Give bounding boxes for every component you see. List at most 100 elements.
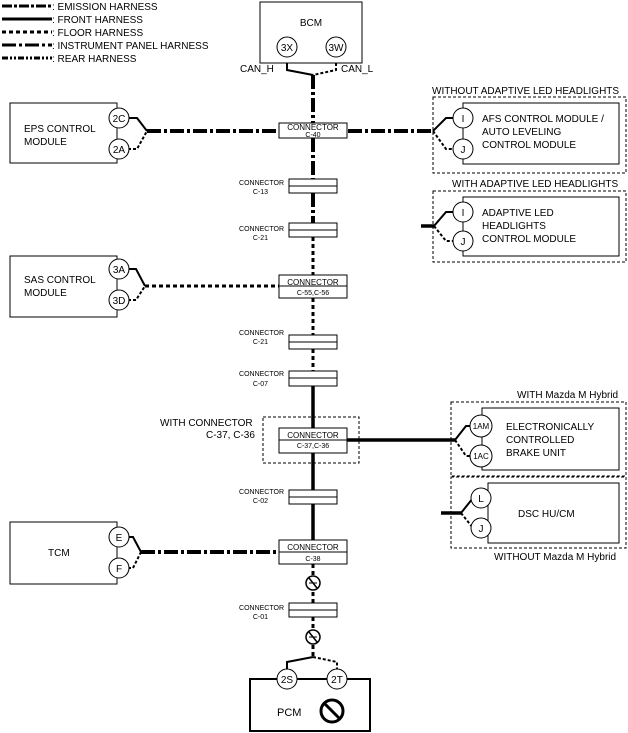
afs-label-line1: AFS CONTROL MODULE / bbox=[482, 114, 604, 125]
eps-box bbox=[9, 102, 118, 164]
pcm-module: PCM 2S 2T bbox=[249, 668, 371, 732]
sas-pin-top bbox=[108, 258, 130, 280]
dsc-pin-top bbox=[470, 487, 492, 509]
pcm-pin-right-label: 2T bbox=[331, 675, 343, 686]
adaptive-group-outline bbox=[432, 190, 627, 263]
tcm-pin-top bbox=[108, 526, 130, 548]
sas-module: SAS CONTROL MODULE 3A 3D bbox=[9, 255, 130, 318]
connector-c01-word: CONNECTOR bbox=[239, 605, 284, 612]
sas-box bbox=[9, 255, 118, 318]
bcm-label: BCM bbox=[300, 18, 322, 29]
connector-c21a-word: CONNECTOR bbox=[239, 226, 284, 233]
dsc-pin-top-label: L bbox=[478, 494, 484, 505]
connector-c5556-word: CONNECTOR bbox=[287, 278, 339, 287]
adaptive-group-label: WITH ADAPTIVE LED HEADLIGHTS bbox=[452, 179, 618, 190]
sas-label-line1: SAS CONTROL bbox=[24, 275, 96, 286]
sas-pin-bottom-label: 3D bbox=[113, 296, 126, 307]
connector-c21a: CONNECTOR C-21 bbox=[239, 222, 338, 242]
sas-label-line2: MODULE bbox=[24, 288, 67, 299]
afs-label-line3: CONTROL MODULE bbox=[482, 140, 576, 151]
adaptive-pin-bottom-label: J bbox=[461, 237, 466, 248]
connector-c38: CONNECTOR C-38 bbox=[278, 539, 348, 565]
connector-c13-word: CONNECTOR bbox=[239, 180, 284, 187]
eps-module: EPS CONTROL MODULE 2C 2A bbox=[9, 102, 130, 164]
connector-c01: CONNECTOR C-01 bbox=[239, 602, 338, 621]
tcm-pin-bottom bbox=[108, 557, 130, 579]
afs-pin-bottom-label: J bbox=[461, 145, 466, 156]
bcm-pin-left bbox=[276, 36, 298, 58]
connector-c3736-note-line2: C-37, C-36 bbox=[206, 430, 255, 441]
ecb-pin-bottom-label: 1AC bbox=[473, 452, 489, 461]
adaptive-label-line1: ADAPTIVE LED bbox=[482, 208, 554, 219]
wire-ecb-1ac bbox=[454, 439, 470, 457]
connector-c07-word: CONNECTOR bbox=[239, 371, 284, 378]
wire-sas-3a bbox=[128, 268, 146, 287]
afs-pin-bottom bbox=[452, 138, 474, 160]
tcm-pin-bottom-label: F bbox=[116, 564, 122, 575]
afs-group-outline bbox=[432, 96, 627, 174]
connector-c21b: CONNECTOR C-21 bbox=[239, 330, 338, 350]
ecb-label-line2: CONTROLLED bbox=[506, 435, 574, 446]
eps-pin-top bbox=[108, 107, 130, 129]
bcm-module: BCM 3X 3W CAN_H CAN_L bbox=[240, 1, 374, 75]
eps-label-line2: MODULE bbox=[24, 137, 67, 148]
wire-afs-j bbox=[432, 130, 453, 150]
tcm-pin-top-label: E bbox=[116, 533, 123, 544]
can-l-label: CAN_L bbox=[341, 64, 374, 75]
bcm-pin-right-label: 3W bbox=[329, 43, 345, 54]
terminator-symbol-upper bbox=[305, 575, 321, 591]
dsc-group-label: WITHOUT Mazda M Hybrid bbox=[494, 552, 616, 563]
legend-floor: : FLOOR HARNESS bbox=[52, 28, 143, 39]
wire-tcm-e bbox=[128, 536, 142, 553]
afs-group-label: WITHOUT ADAPTIVE LED HEADLIGHTS bbox=[432, 86, 619, 97]
adaptive-label-line2: HEADLIGHTS bbox=[482, 221, 546, 232]
wire-adaptive-i bbox=[433, 211, 453, 227]
connector-c40-id: C-40 bbox=[305, 132, 320, 139]
ecb-pin-top-label: 1AM bbox=[473, 422, 490, 431]
connector-c3736-word: CONNECTOR bbox=[287, 431, 339, 440]
pcm-pin-left-label: 2S bbox=[281, 675, 294, 686]
adaptive-group: WITH ADAPTIVE LED HEADLIGHTS ADAPTIVE LE… bbox=[432, 179, 627, 263]
pcm-pin-left bbox=[276, 668, 298, 690]
connector-c13: CONNECTOR C-13 bbox=[239, 178, 338, 196]
terminator-symbol-lower bbox=[305, 629, 321, 645]
connector-c5556-id: C-55,C-56 bbox=[297, 290, 329, 297]
legend-front: : FRONT HARNESS bbox=[52, 15, 143, 26]
legend: : EMISSION HARNESS : FRONT HARNESS : FLO… bbox=[2, 2, 209, 65]
adaptive-pin-top bbox=[452, 201, 474, 223]
connector-c38-word: CONNECTOR bbox=[287, 543, 339, 552]
connector-c21b-id: C-21 bbox=[253, 339, 268, 346]
pcm-pin-right bbox=[326, 668, 348, 690]
dsc-pin-bottom bbox=[470, 517, 492, 539]
wire-eps-2c bbox=[128, 117, 148, 132]
legend-instrument: : INSTRUMENT PANEL HARNESS bbox=[52, 41, 209, 52]
afs-box bbox=[462, 102, 620, 165]
wire-eps-2a bbox=[128, 130, 148, 150]
afs-pin-top-label: I bbox=[462, 114, 465, 125]
connector-c40: CONNECTOR C-40 bbox=[278, 122, 348, 139]
afs-label-line2: AUTO LEVELING bbox=[482, 127, 562, 138]
pcm-label: PCM bbox=[277, 707, 301, 719]
adaptive-box bbox=[462, 196, 620, 257]
connector-c3736: WITH CONNECTOR C-37, C-36 CONNECTOR C-37… bbox=[160, 416, 360, 464]
dsc-group: DSC HU/CM L J WITHOUT Mazda M Hybrid bbox=[450, 476, 627, 563]
dsc-pin-bottom-label: J bbox=[479, 524, 484, 535]
connector-c02: CONNECTOR C-02 bbox=[239, 489, 338, 505]
connector-c07-id: C-07 bbox=[253, 381, 268, 388]
bcm-pin-left-label: 3X bbox=[281, 43, 294, 54]
eps-pin-top-label: 2C bbox=[113, 114, 126, 125]
tcm-box bbox=[9, 521, 118, 585]
adaptive-pin-bottom bbox=[452, 230, 474, 252]
prohibited-icon bbox=[319, 698, 345, 724]
tcm-label: TCM bbox=[48, 548, 70, 559]
ecb-pin-bottom bbox=[469, 444, 493, 468]
connector-c02-word: CONNECTOR bbox=[239, 489, 284, 496]
connector-c38-id: C-38 bbox=[305, 556, 320, 563]
connector-c21b-word: CONNECTOR bbox=[239, 330, 284, 337]
wire-ecb-1am bbox=[454, 425, 470, 441]
bcm-box bbox=[259, 1, 363, 64]
connector-c13-id: C-13 bbox=[253, 189, 268, 196]
ecb-label-line1: ELECTRONICALLY bbox=[506, 422, 595, 433]
connector-c40-box bbox=[278, 122, 348, 139]
